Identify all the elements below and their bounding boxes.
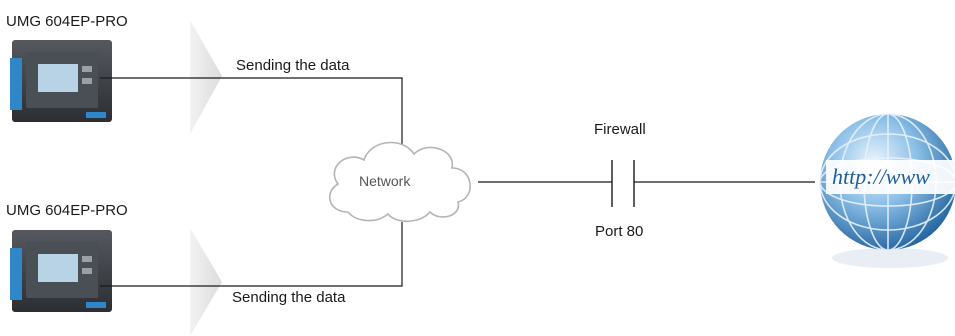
network-label: Network xyxy=(359,173,411,189)
firewall-label: Firewall xyxy=(594,121,646,138)
arrow-top xyxy=(190,20,222,134)
link-1-label: Sending the data xyxy=(236,57,350,74)
link-device-1 xyxy=(100,77,403,145)
device-umg-2 xyxy=(10,230,112,312)
internet-globe xyxy=(819,113,955,268)
port-label: Port 80 xyxy=(595,223,644,240)
firewall-symbol xyxy=(611,160,635,207)
device-1-label: UMG 604EP-PRO xyxy=(6,13,128,30)
link-2-label: Sending the data xyxy=(232,289,346,306)
link-device-2 xyxy=(100,222,403,287)
connection-lines xyxy=(100,77,815,287)
arrow-bottom xyxy=(190,228,222,336)
network-cloud xyxy=(328,141,471,223)
device-2-label: UMG 604EP-PRO xyxy=(6,202,128,219)
internet-text: http://www xyxy=(832,164,930,189)
device-umg-1 xyxy=(10,40,112,122)
